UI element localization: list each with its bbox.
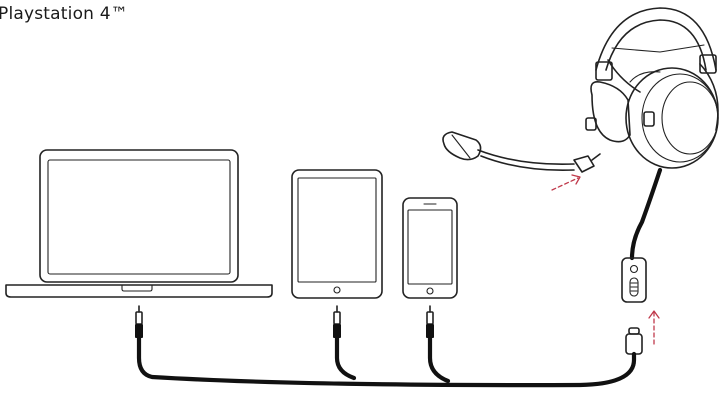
tablet-icon bbox=[291, 169, 383, 299]
audio-jack-icon bbox=[333, 305, 341, 338]
headset-icon bbox=[585, 7, 719, 169]
audio-jack-icon bbox=[135, 305, 143, 338]
microphone-attach-arrow bbox=[551, 174, 581, 191]
microphone-icon bbox=[442, 131, 601, 173]
usb-c-connector-icon bbox=[625, 327, 643, 355]
remote-attach-arrow bbox=[648, 310, 660, 345]
inline-remote-icon bbox=[621, 257, 647, 303]
audio-jack-icon bbox=[426, 305, 434, 338]
connection-cables bbox=[136, 335, 637, 388]
headset-cable bbox=[629, 167, 663, 261]
laptop-icon bbox=[5, 149, 273, 298]
device-caption: Playstation 4™ bbox=[0, 4, 128, 24]
smartphone-icon bbox=[402, 197, 458, 299]
